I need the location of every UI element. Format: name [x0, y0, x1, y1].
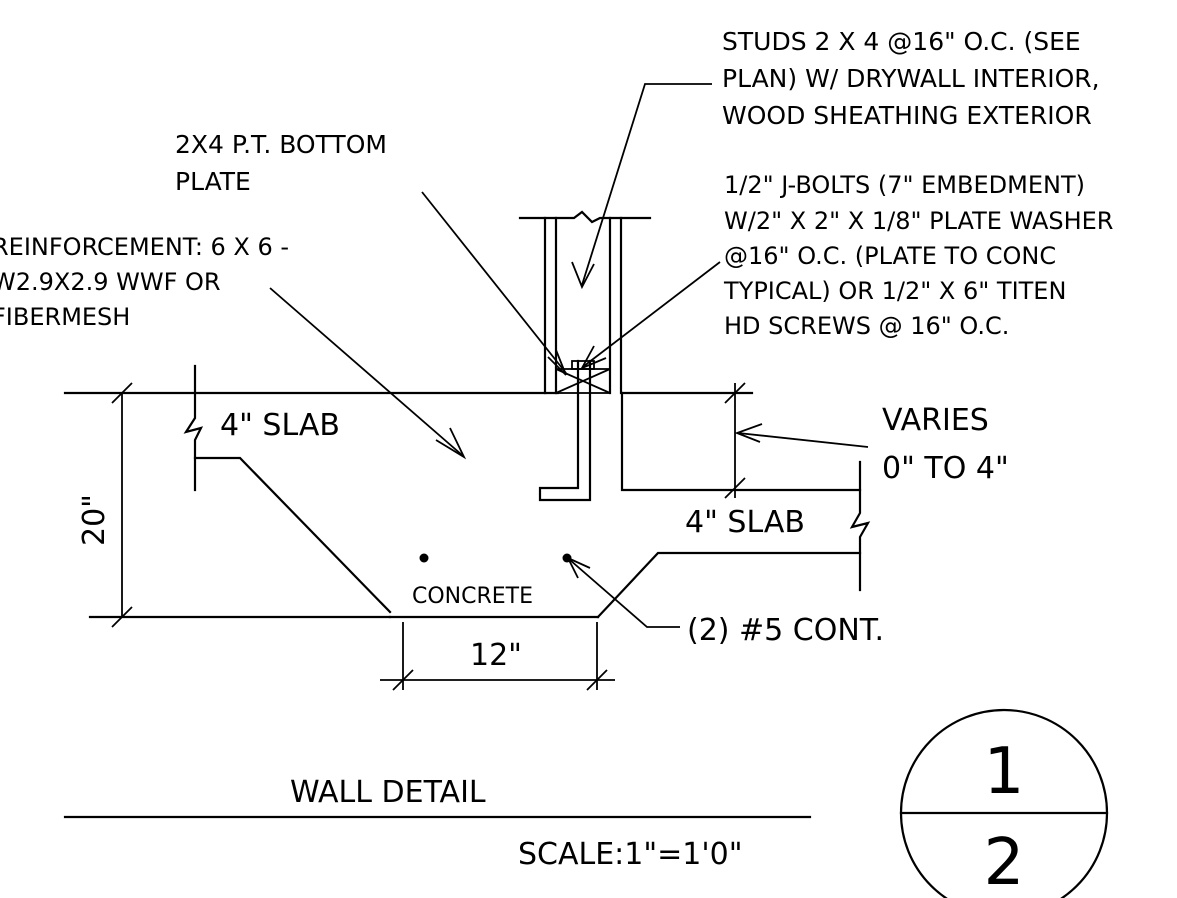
note-jbolts: 1/2" J-BOLTS (7" EMBEDMENT) W/2" X 2" X … — [723, 171, 1121, 340]
note-bottom-plate-line-1: 2X4 P.T. BOTTOM — [175, 130, 387, 159]
note-jbolts-line-5: HD SCREWS @ 16" O.C. — [724, 312, 1009, 340]
detail-bubble: 1 2 — [899, 708, 1109, 898]
note-jbolts-line-4: TYPICAL) OR 1/2" X 6" TITEN — [723, 277, 1066, 305]
dimension-12in — [380, 622, 615, 691]
note-studs-line-2: PLAN) W/ DRYWALL INTERIOR, — [722, 64, 1100, 93]
footing-outline — [63, 364, 871, 619]
note-varies-line-1: VARIES — [882, 403, 989, 438]
sheet-number: 2 — [984, 826, 1025, 898]
note-varies-line-2: 0" TO 4" — [882, 451, 1009, 486]
label-slab-left: 4" SLAB — [220, 408, 340, 443]
bottom-plate — [555, 360, 611, 394]
note-studs-line-1: STUDS 2 X 4 @16" O.C. (SEE — [722, 27, 1081, 56]
note-studs-line-3: WOOD SHEATHING EXTERIOR — [722, 101, 1092, 130]
label-slab-right: 4" SLAB — [685, 505, 805, 540]
title-block: WALL DETAIL SCALE:1"=1'0" — [63, 775, 812, 872]
drawing-title: WALL DETAIL — [290, 775, 486, 810]
dimension-20in — [111, 382, 133, 628]
note-jbolts-line-3: @16" O.C. (PLATE TO CONC — [724, 242, 1056, 270]
note-reinforcement-line-2: W2.9X2.9 WWF OR — [0, 268, 221, 296]
note-varies: VARIES 0" TO 4" — [882, 403, 1009, 486]
leader-reinforcement — [269, 287, 467, 460]
rebar-dot-left — [419, 553, 429, 563]
rebar — [419, 553, 572, 563]
leader-rebar — [566, 556, 680, 628]
label-concrete: CONCRETE — [412, 584, 533, 609]
note-bottom-plate: 2X4 P.T. BOTTOM PLATE — [175, 130, 395, 196]
leader-jbolts — [579, 261, 721, 370]
label-width: 12" — [470, 638, 522, 673]
leader-bottom-plate — [421, 191, 567, 376]
label-depth: 20" — [77, 494, 112, 546]
note-studs: STUDS 2 X 4 @16" O.C. (SEE PLAN) W/ DRYW… — [722, 27, 1108, 130]
note-reinforcement-line-1: REINFORCEMENT: 6 X 6 - — [0, 233, 289, 261]
leader-studs — [571, 83, 712, 290]
note-jbolts-line-1: 1/2" J-BOLTS (7" EMBEDMENT) — [724, 171, 1085, 199]
leader-varies — [734, 423, 869, 448]
note-reinforcement-line-3: FIBERMESH — [0, 303, 130, 331]
note-jbolts-line-2: W/2" X 2" X 1/8" PLATE WASHER — [724, 207, 1113, 235]
detail-number: 1 — [984, 735, 1025, 809]
note-bottom-plate-line-2: PLATE — [175, 167, 251, 196]
j-bolt — [538, 359, 592, 502]
dimension-varies — [724, 382, 746, 499]
note-reinforcement: REINFORCEMENT: 6 X 6 - W2.9X2.9 WWF OR F… — [0, 233, 297, 331]
label-rebar: (2) #5 CONT. — [687, 613, 884, 648]
drawing-scale: SCALE:1"=1'0" — [518, 837, 743, 872]
